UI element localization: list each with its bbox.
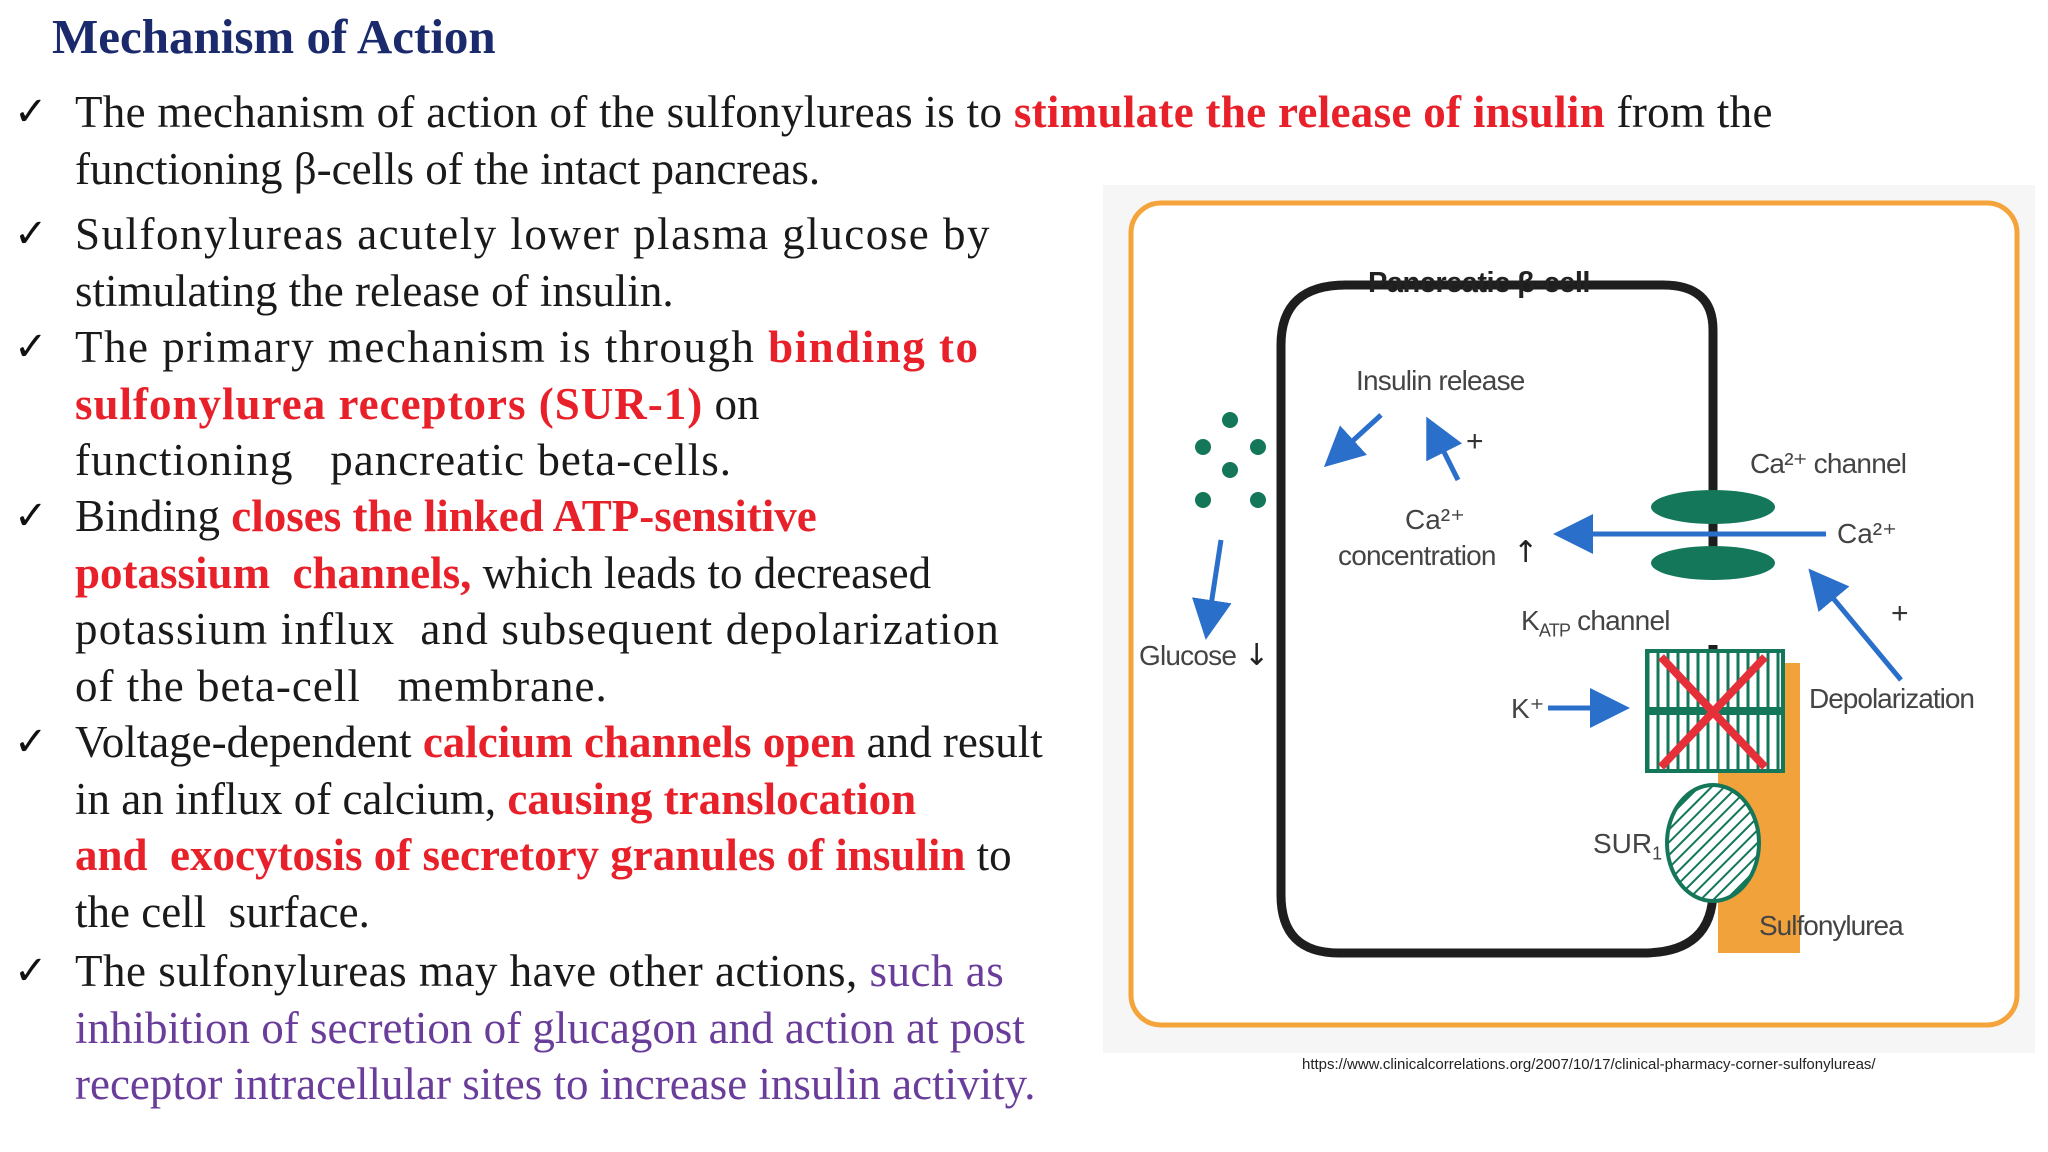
bullet-4-line-1: Binding closes the linked ATP-sensitive: [75, 491, 817, 541]
checkmark-icon: ✓: [14, 324, 48, 370]
checkmark-icon: ✓: [14, 948, 48, 994]
depolarization-label: Depolarization: [1809, 683, 1975, 714]
depolarization-arrow: [1808, 568, 1903, 682]
insulin-granules: [1195, 412, 1266, 508]
plus-sign: +: [1466, 425, 1484, 458]
katp-channel-label: KATP channel: [1521, 605, 1670, 641]
bullet-2-line-1: Sulfonylureas acutely lower plasma gluco…: [75, 209, 992, 259]
arrow-down-icon: ↓: [1244, 638, 1270, 673]
bullet-6-line-1: The sulfonylureas may have other actions…: [75, 946, 1005, 996]
ca-concentration-label-ion: Ca²⁺: [1405, 504, 1465, 535]
bullet-1-line-2: functioning β-cells of the intact pancre…: [75, 143, 821, 194]
sulfonylurea-label: Sulfonylurea: [1759, 910, 1904, 941]
bullet-5-line-1: Voltage-dependent calcium channels open …: [75, 717, 1043, 767]
calcium-channel-bottom: [1651, 546, 1775, 580]
bullet-3-line-2: sulfonylurea receptors (SUR-1) on: [75, 378, 760, 429]
bullet-4-line-3: potassium influx and subsequent depolari…: [75, 604, 1000, 654]
beta-cell-diagram-svg: [1128, 200, 2020, 1028]
cell-label: Pancreatic β-cell: [1368, 267, 1591, 299]
bullet-6: ✓ The sulfonylureas may have other actio…: [14, 943, 1035, 1113]
cell-membrane: [1276, 280, 1718, 958]
bullet-5-line-2: in an influx of calcium, causing translo…: [75, 773, 917, 824]
bullet-1: ✓ The mechanism of action of the sulfony…: [14, 84, 1773, 197]
slide-title: Mechanism of Action: [52, 9, 496, 64]
ca-concentration-label: concentration: [1338, 540, 1497, 571]
insulin-release-arrow: [1323, 413, 1383, 468]
checkmark-icon: ✓: [14, 211, 48, 257]
bullet-5-line-3: and exocytosis of secretory granules of …: [75, 830, 1012, 880]
bullet-5: ✓ Voltage-dependent calcium channels ope…: [14, 714, 1043, 940]
insulin-release-label: Insulin release: [1356, 365, 1525, 396]
bullet-3-line-3: functioning pancreatic beta-cells.: [75, 435, 732, 485]
arrow-up-icon: ↑: [1513, 535, 1539, 570]
source-link[interactable]: https://www.clinicalcorrelations.org/200…: [1302, 1056, 1876, 1073]
checkmark-icon: ✓: [14, 89, 48, 135]
bullet-5-line-4: the cell surface.: [75, 886, 370, 937]
sur1-label: SUR1: [1593, 828, 1663, 864]
glucose-arrow: [1192, 539, 1232, 640]
calcium-channel-top: [1651, 490, 1775, 524]
bullet-4-line-4: of the beta-cell membrane.: [75, 660, 608, 711]
bullet-1-line-1: The mechanism of action of the sulfonylu…: [75, 87, 1773, 137]
calcium-stimulus-arrow: [1426, 416, 1463, 482]
bullet-6-line-2: inhibition of secretion of glucagon and …: [75, 1002, 1025, 1053]
checkmark-icon: ✓: [14, 493, 48, 539]
sur1-receptor: [1665, 783, 1761, 903]
plus-sign-depolarization: +: [1891, 597, 1909, 630]
bullet-4-line-2: potassium channels, which leads to decre…: [75, 547, 932, 598]
bullet-6-line-3: receptor intracellular sites to increase…: [75, 1059, 1036, 1109]
ca-channel-label: Ca²⁺ channel: [1750, 448, 1907, 479]
bullet-2: ✓ Sulfonylureas acutely lower plasma glu…: [14, 206, 991, 319]
bullet-2-line-2: stimulating the release of insulin.: [75, 265, 674, 316]
ca-ion-label: Ca²⁺: [1837, 518, 1897, 549]
k-ion-label: K⁺: [1511, 693, 1545, 724]
bullet-3-line-1: The primary mechanism is through binding…: [75, 322, 980, 372]
bullet-3: ✓ The primary mechanism is through bindi…: [14, 319, 979, 489]
beta-cell-diagram: Pancreatic β-cell Insulin release + Ca²⁺…: [1103, 185, 2035, 1053]
bullet-4: ✓ Binding closes the linked ATP-sensitiv…: [14, 488, 1000, 714]
checkmark-icon: ✓: [14, 719, 48, 765]
glucose-label: Glucose: [1139, 640, 1237, 671]
